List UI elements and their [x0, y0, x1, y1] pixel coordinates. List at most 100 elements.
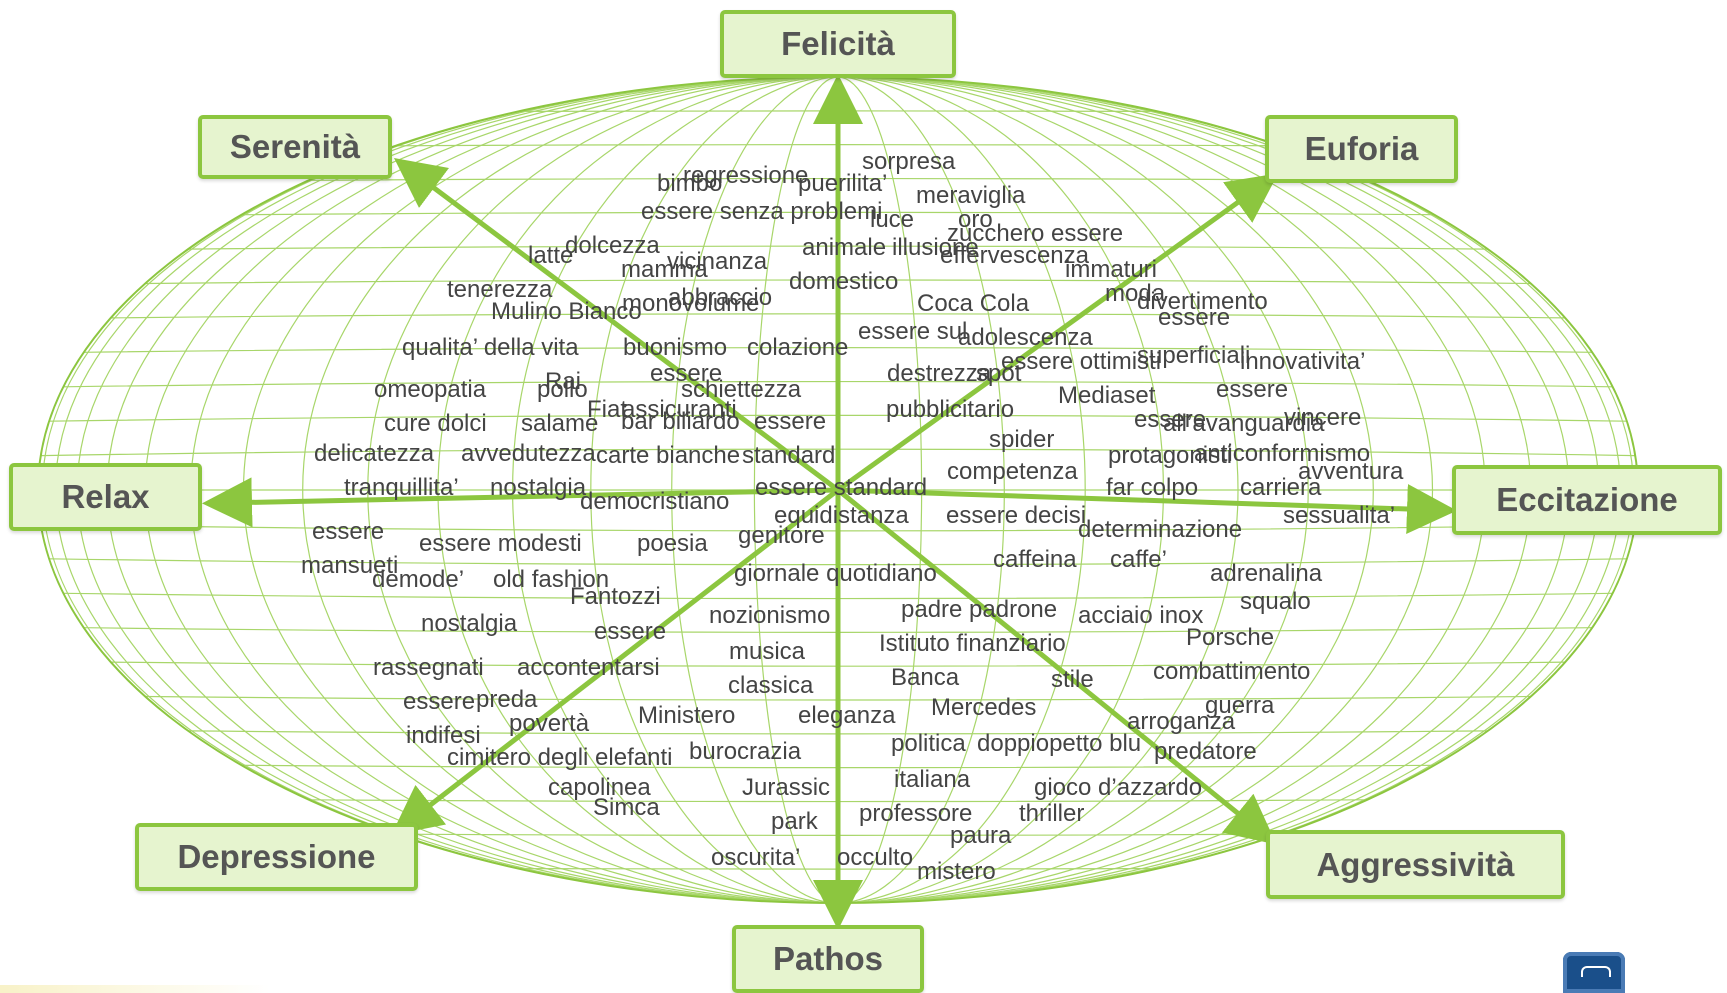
word-istituto-finanziario: Istituto finanziario — [879, 630, 1066, 657]
arrow-right — [837, 484, 1457, 534]
word-arroganza: arroganza — [1127, 708, 1236, 735]
word-eleganza: eleganza — [798, 702, 896, 729]
word-spider: spider — [989, 426, 1055, 453]
word-allavanguardia: all’avanguardia — [1163, 410, 1325, 437]
word-poverta: povertà — [509, 710, 590, 737]
word-coca-cola: Coca Cola — [917, 290, 1030, 317]
word-doppiopetto-blu: doppiopetto blu — [977, 730, 1142, 757]
word-determinazione: determinazione — [1078, 516, 1243, 543]
word-predatore: predatore — [1154, 738, 1257, 765]
word-dolcezza: dolcezza — [565, 232, 660, 259]
word-padre-padrone: padre padrone — [901, 596, 1058, 623]
word-essere-decisi: essere decisi — [946, 502, 1087, 529]
axis-depressione: Depressione — [135, 823, 418, 891]
word-occulto: occulto — [837, 844, 914, 871]
word-nostalgia-a: nostalgia — [490, 474, 587, 501]
word-immaturi: immaturi — [1065, 256, 1158, 283]
word-democristiano: democristiano — [580, 488, 730, 515]
logo-mark — [1581, 966, 1611, 977]
word-carriera: carriera — [1240, 474, 1322, 501]
word-omeopatia: omeopatia — [374, 376, 487, 403]
word-rassegnati: rassegnati — [373, 654, 484, 681]
axis-relax: Relax — [9, 463, 202, 531]
arrow-left — [202, 477, 839, 528]
word-mansueti: mansueti — [301, 552, 399, 579]
word-anticonformismo: anticonformismo — [1194, 440, 1371, 467]
word-abbraccio: abbraccio — [668, 284, 773, 311]
word-meraviglia: meraviglia — [916, 182, 1026, 209]
word-old-fashion: old fashion — [493, 566, 610, 593]
word-avventura: avventura — [1298, 458, 1404, 485]
word-zucchero-essere: zucchero essere — [947, 220, 1124, 247]
word-squalo: squalo — [1240, 588, 1311, 615]
word-essere-e: essere — [1134, 406, 1207, 433]
word-cimitero-degli-elefanti: cimitero degli elefanti — [447, 744, 673, 771]
word-competenza: competenza — [947, 458, 1078, 485]
word-bimbo: bimbo — [657, 170, 723, 197]
word-porsche: Porsche — [1186, 624, 1275, 651]
word-essere-h: essere — [403, 688, 476, 715]
word-capolinea: capolinea — [548, 774, 651, 801]
word-luce: luce — [870, 206, 915, 233]
word-essere-g: essere — [594, 618, 667, 645]
word-far-colpo: far colpo — [1106, 474, 1199, 501]
word-spot: spot — [976, 360, 1022, 387]
word-acciaio-inox: acciaio inox — [1078, 602, 1204, 629]
word-oro: oro — [958, 206, 993, 233]
word-stile: stile — [1051, 666, 1094, 693]
word-fiat: Fiat — [587, 396, 628, 423]
word-superficiali: superficiali — [1137, 342, 1251, 369]
word-musica: musica — [729, 638, 806, 665]
word-innovativita: innovativita’ — [1240, 348, 1366, 375]
footer-strip — [0, 985, 300, 993]
word-adrenalina: adrenalina — [1210, 560, 1323, 587]
word-indifesi: indifesi — [406, 722, 481, 749]
word-pubblicitario: pubblicitario — [886, 396, 1015, 423]
word-divertimento: divertimento — [1137, 288, 1268, 315]
word-puerilita: puerilita’ — [798, 170, 888, 197]
word-equidistanza: equidistanza — [774, 502, 909, 529]
word-mediaset: Mediaset — [1058, 382, 1156, 409]
word-qualita-della-vita: qualita’ della vita — [402, 334, 579, 361]
word-ministero: Ministero — [638, 702, 736, 729]
word-burocrazia: burocrazia — [689, 738, 802, 765]
word-essere-standard: essere standard — [755, 474, 928, 501]
word-mercedes: Mercedes — [931, 694, 1037, 721]
word-accontentarsi: accontentarsi — [517, 654, 660, 681]
word-cure-dolci: cure dolci — [384, 410, 487, 437]
word-essere-c: essere — [1216, 376, 1289, 403]
arrow-lower-right — [836, 488, 1277, 845]
word-tenerezza: tenerezza — [447, 276, 553, 303]
word-bar-biliardo: bar biliardo — [621, 408, 740, 435]
word-essere-ottimisti: essere ottimisti — [1001, 348, 1162, 375]
word-rai: Rai — [545, 368, 582, 395]
word-pollo: pollo — [537, 376, 588, 403]
word-essere-f: essere — [312, 518, 385, 545]
word-professore: professore — [859, 800, 973, 827]
word-demode: demode’ — [372, 566, 465, 593]
word-jurassic: Jurassic — [742, 774, 831, 801]
word-destrezza: destrezza — [887, 360, 992, 387]
word-essere-modesti: essere modesti — [419, 530, 582, 557]
word-essere-d: essere — [754, 408, 827, 435]
word-avvedutezza: avvedutezza — [461, 440, 596, 467]
word-nozionismo: nozionismo — [709, 602, 831, 629]
word-buonismo: buonismo — [623, 334, 728, 361]
word-sessualita: sessualita’ — [1283, 502, 1396, 529]
word-caffeina: caffeina — [993, 546, 1077, 573]
word-genitore: genitore — [738, 522, 825, 549]
word-domestico: domestico — [789, 268, 899, 295]
word-essere-senza-problemi: essere senza problemi — [641, 198, 883, 225]
axis-arrows — [202, 74, 1457, 930]
word-oscurita: oscurita’ — [711, 844, 801, 871]
axis-felicita: Felicità — [720, 10, 956, 78]
word-protagonisti: protagonisti — [1108, 442, 1233, 469]
word-regressione: regressione — [683, 162, 809, 189]
word-tranquillita: tranquillita’ — [344, 474, 459, 501]
word-caffe: caffe’ — [1110, 546, 1167, 573]
word-classica: classica — [728, 672, 814, 699]
word-gioco-dazzardo: gioco d’azzardo — [1034, 774, 1203, 801]
word-animale: animale — [802, 234, 887, 261]
word-mistero: mistero — [917, 858, 996, 885]
word-effervescenza: effervescenza — [940, 242, 1089, 269]
